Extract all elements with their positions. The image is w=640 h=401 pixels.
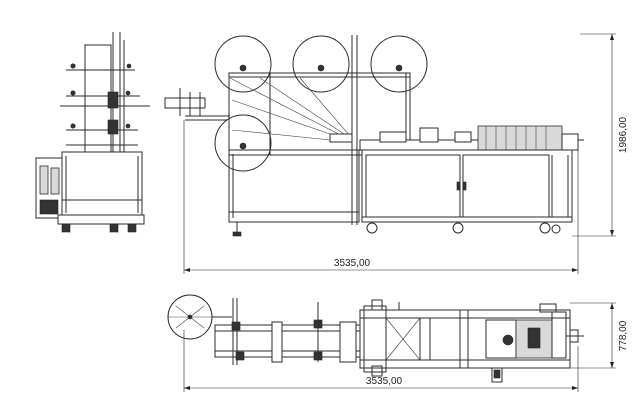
front-dimensions xyxy=(183,33,616,274)
front-width-label: 3535,00 xyxy=(334,258,371,269)
welding-unit xyxy=(477,125,563,151)
side-view xyxy=(35,32,150,233)
top-width-label: 3535,00 xyxy=(366,376,403,387)
material-roll-2 xyxy=(292,35,350,93)
top-depth-label: 778,00 xyxy=(618,320,629,351)
infeed-rollers xyxy=(164,97,206,109)
material-roll-3 xyxy=(370,35,428,93)
material-roll-1 xyxy=(214,35,272,93)
side-frame xyxy=(61,151,143,218)
top-view xyxy=(167,294,584,383)
main-cabinet xyxy=(361,149,573,223)
front-height-label: 1986,00 xyxy=(618,116,629,153)
top-dimensions xyxy=(183,302,616,392)
front-view xyxy=(164,35,584,237)
